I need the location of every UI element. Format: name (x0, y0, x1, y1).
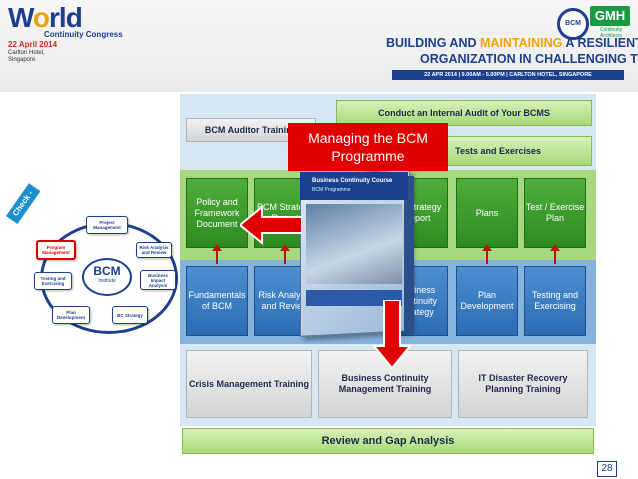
crisis-training-box: Crisis Management Training (186, 350, 312, 418)
book-bottom-bar (306, 290, 402, 306)
book-title: Business Continuity Course (312, 178, 393, 184)
book-photo (306, 204, 402, 284)
cycle-node-risk-analysis: Risk Analysis and Review (136, 242, 172, 258)
book-subtitle: BCM Programme (312, 187, 351, 193)
page-number: 28 (597, 461, 617, 477)
cycle-center-sub: Institute (98, 278, 116, 284)
blue-box-1: Fundamentals of BCM (186, 266, 248, 336)
green-box-4: Plans (456, 178, 518, 248)
blue-box-5: Testing and Exercising (524, 266, 586, 336)
up-arrow-2 (280, 244, 290, 264)
it-dr-training-box: IT Disaster Recovery Planning Training (458, 350, 588, 418)
callout-box: Managing the BCM Programme (288, 123, 448, 171)
cycle-node-project-management: Project Management (86, 216, 128, 234)
up-arrow-1 (212, 244, 222, 264)
review-gap-box: Review and Gap Analysis (182, 428, 594, 454)
cycle-center: BCM Institute (82, 258, 132, 296)
book-spine (404, 176, 414, 334)
gmh-subtitle: Continuity Architects (599, 27, 623, 39)
green-box-1: Policy and Framework Document (186, 178, 248, 248)
gmh-logo: GMH (590, 6, 630, 26)
cycle-node-bia: Business Impact Analysis (140, 270, 176, 290)
logo-date: 22 April 2014 (8, 40, 58, 49)
blue-box-4: Plan Development (456, 266, 518, 336)
bcm-training-box: Business Continuity Management Training (318, 350, 452, 418)
check-act-label: Check - Act (6, 183, 42, 225)
cycle-center-title: BCM (93, 264, 121, 278)
book-title-bar (300, 172, 408, 200)
green-box-5: Test / Exercise Plan (524, 178, 586, 248)
red-down-arrow-icon (372, 300, 412, 370)
cycle-node-bc-strategy: BC Strategy (112, 306, 148, 324)
world-congress-logo: World (8, 2, 83, 33)
internal-audit-box: Conduct an Internal Audit of Your BCMS (336, 100, 592, 126)
cycle-node-plan-development: Plan Development (52, 306, 90, 324)
logo-subtitle: Continuity Congress (44, 30, 123, 39)
bcm-institute-logo: BCM (557, 8, 589, 40)
banner-line-2: ORGANIZATION IN CHALLENGING TIMES (420, 52, 638, 66)
up-arrow-5 (550, 244, 560, 264)
up-arrow-4 (482, 244, 492, 264)
cycle-node-program-management: Program Management (36, 240, 76, 260)
red-left-arrow-icon (240, 205, 302, 245)
banner-line-1: BUILDING AND MAINTAINING A RESILIENT (386, 36, 638, 50)
logo-venue: Carlton Hotel, Singapore (8, 50, 45, 63)
banner-info-bar: 22 APR 2014 | 9.00AM - 5.00PM | CARLTON … (392, 70, 624, 80)
cycle-node-testing: Testing and Exercising (34, 272, 72, 290)
